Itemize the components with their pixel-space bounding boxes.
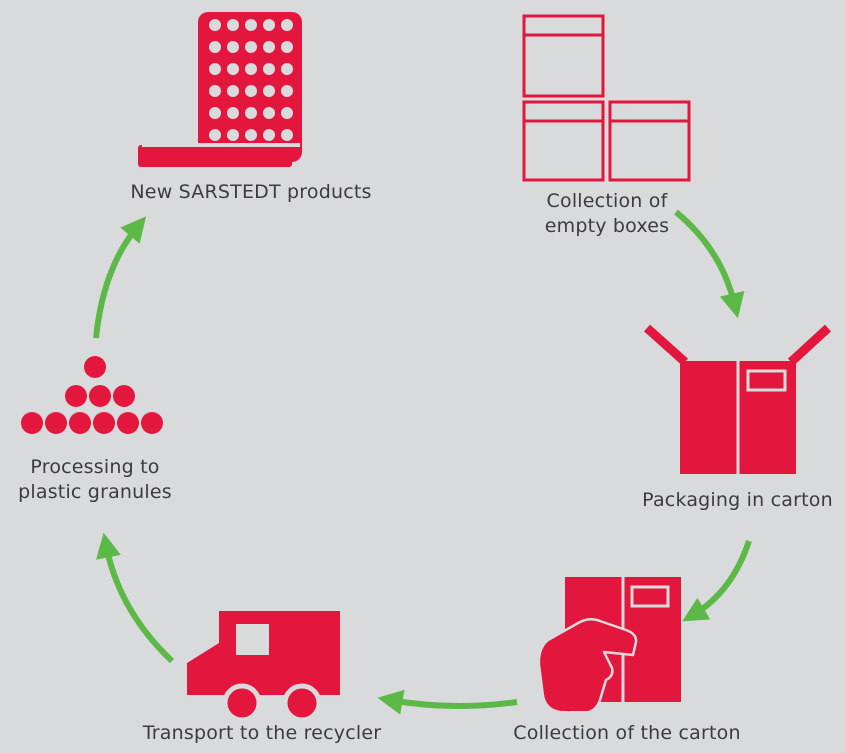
arrow-boxes-to-packaging xyxy=(674,209,745,319)
open-carton-icon xyxy=(643,324,832,474)
label-collection-boxes: Collection of empty boxes xyxy=(527,189,687,239)
label-line: plastic granules xyxy=(18,481,172,503)
label-collection-carton: Collection of the carton xyxy=(494,721,760,746)
stacked-boxes-icon xyxy=(522,14,691,182)
label-packaging: Packaging in carton xyxy=(630,488,845,513)
cycle-arrows xyxy=(93,209,752,715)
label-line: Processing to xyxy=(30,456,160,478)
arrow-processing-to-products xyxy=(93,216,147,339)
label-processing: Processing to plastic granules xyxy=(0,455,190,505)
label-line: empty boxes xyxy=(544,215,670,237)
label-line: New SARSTEDT products xyxy=(130,181,372,203)
label-line: Collection of xyxy=(546,190,668,212)
arrow-transport-to-processing xyxy=(96,532,175,664)
label-transport: Transport to the recycler xyxy=(120,721,404,746)
label-line: Transport to the recycler xyxy=(142,722,382,744)
granules-icon xyxy=(21,356,163,434)
truck-icon xyxy=(180,611,360,730)
label-new-products: New SARSTEDT products xyxy=(106,180,396,205)
arrow-collection-to-transport xyxy=(377,689,518,715)
hand-carton-icon xyxy=(537,577,681,715)
label-line: Packaging in carton xyxy=(642,489,833,511)
arrow-packaging-to-collection xyxy=(682,540,752,622)
product-rack-icon xyxy=(138,12,302,167)
label-line: Collection of the carton xyxy=(513,722,741,744)
